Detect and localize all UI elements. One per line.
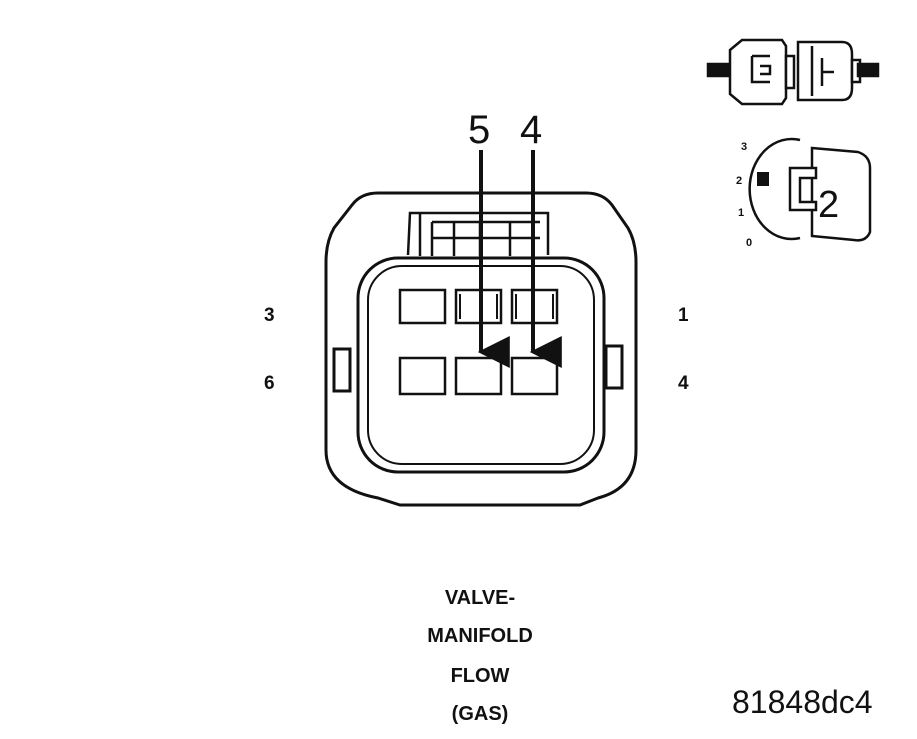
left-latch (332, 347, 352, 393)
cavity-6 (398, 356, 447, 396)
dial-tick-3: 3 (741, 141, 747, 153)
pin-label-3: 3 (264, 305, 275, 326)
cavity-row-top (398, 288, 559, 325)
caption-line-1: VALVE- (444, 587, 516, 609)
caption-line-4: (GAS) (451, 703, 509, 725)
dial-body (748, 137, 801, 241)
right-latch (604, 344, 624, 390)
dial-tick-0: 0 (746, 237, 752, 249)
cavity-4 (510, 356, 559, 396)
dial-marker (757, 172, 769, 186)
cavity-row-bottom (398, 356, 559, 396)
caption-line-2: MANIFOLD (427, 625, 533, 647)
cavity-tabs (459, 294, 554, 319)
cavity-5 (454, 356, 503, 396)
selector-dial: 3 2 1 0 2 (736, 137, 872, 249)
cavity-2 (454, 288, 503, 325)
caption-line-3: FLOW (450, 665, 510, 687)
cavity-3 (398, 288, 447, 325)
figure-id: 81848dc4 (732, 684, 873, 720)
probe-label-5: 5 (468, 108, 490, 152)
dial-tick-1: 1 (738, 207, 744, 219)
connector-pair-icon (706, 38, 880, 106)
dial-tick-2: 2 (736, 175, 742, 187)
probe-label-4: 4 (520, 108, 542, 152)
pin-label-4: 4 (678, 373, 689, 394)
dial-selected-number: 2 (818, 184, 839, 226)
pin-label-6: 6 (264, 373, 275, 394)
pin-label-1: 1 (678, 305, 689, 326)
